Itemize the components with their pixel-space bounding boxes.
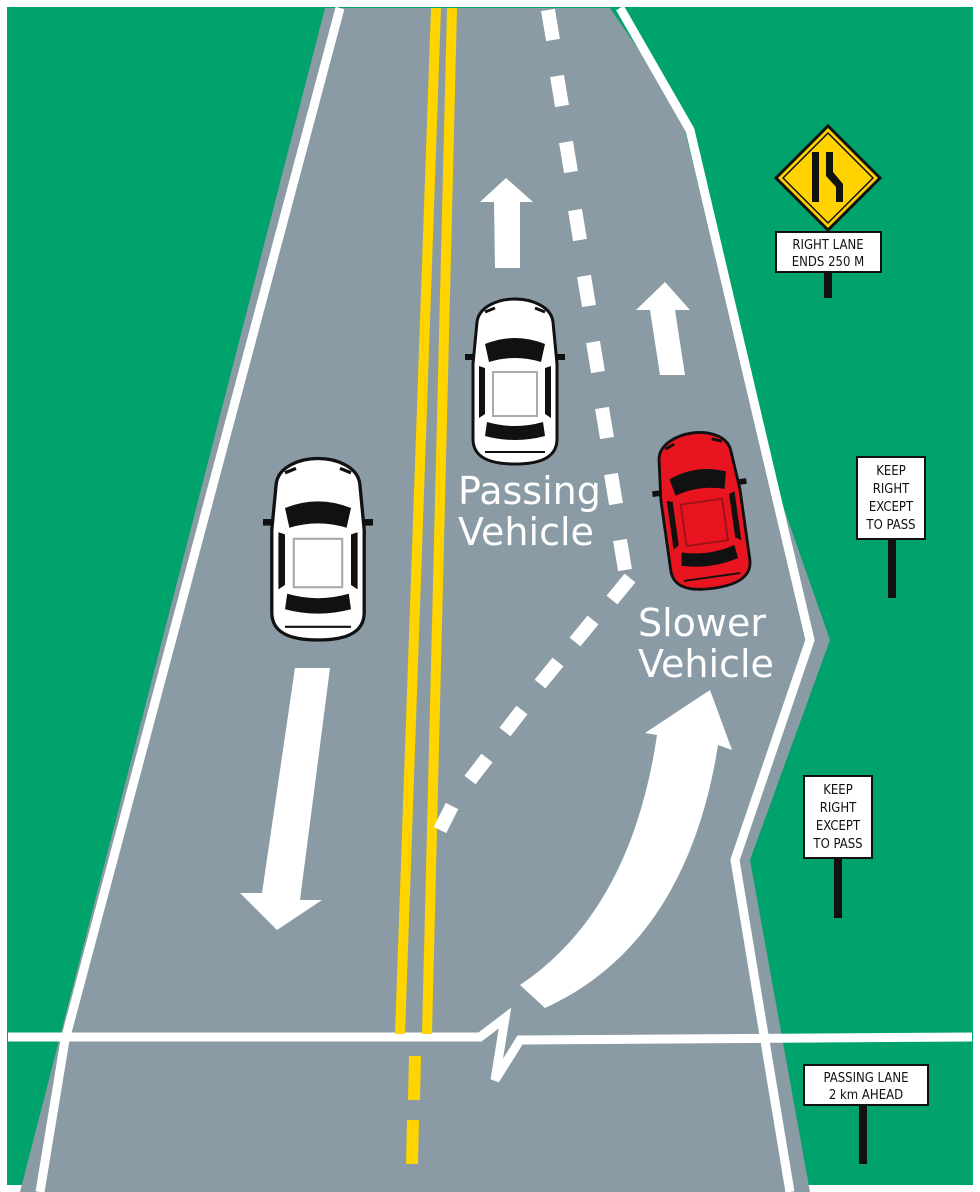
slower-vehicle-label-line2: Vehicle bbox=[638, 642, 774, 686]
right-lane-ends-line2: ENDS 250 M bbox=[792, 255, 864, 270]
lane-dash bbox=[595, 406, 614, 440]
keep-right-lower-line1: KEEP bbox=[823, 783, 853, 798]
lane-ends-symbol bbox=[812, 152, 819, 202]
keep-right-lower-line2: RIGHT bbox=[820, 801, 857, 816]
lane-dash bbox=[604, 472, 623, 506]
curved-merge-arrow bbox=[520, 690, 732, 1008]
right-lane-ends-line1: RIGHT LANE bbox=[792, 238, 863, 253]
lane-ends-warning-sign: RIGHT LANE ENDS 250 M bbox=[773, 123, 883, 298]
passing-car bbox=[463, 297, 567, 466]
section-break-line bbox=[8, 1007, 973, 1083]
keep-right-sign-lower: KEEP RIGHT EXCEPT TO PASS bbox=[803, 775, 873, 918]
keep-right-upper-line1: KEEP bbox=[876, 464, 906, 479]
lane-dash bbox=[569, 615, 599, 647]
lane-dash bbox=[433, 802, 459, 834]
lane-dash bbox=[606, 573, 636, 605]
lane-dash bbox=[613, 538, 632, 572]
lane-dash bbox=[499, 705, 528, 737]
lane-dash bbox=[541, 8, 560, 42]
centre-line-left bbox=[395, 7, 441, 1035]
passing-lane-ahead-sign: PASSING LANE 2 km AHEAD bbox=[803, 1064, 929, 1164]
centre-line-dashed bbox=[406, 1055, 421, 1165]
keep-right-upper-line2: RIGHT bbox=[873, 482, 910, 497]
down-arrow bbox=[240, 668, 330, 930]
passing-vehicle-label-line2: Vehicle bbox=[458, 510, 594, 554]
lane-dash bbox=[534, 657, 564, 689]
lane-dash bbox=[568, 208, 587, 242]
up-arrow-passing-lane bbox=[480, 178, 533, 268]
oncoming-car bbox=[261, 456, 375, 642]
centre-line-right bbox=[422, 7, 457, 1035]
lane-dash bbox=[559, 140, 578, 174]
lane-dash bbox=[577, 274, 596, 308]
lane-divider-dashes bbox=[433, 8, 636, 834]
keep-right-upper-line3: EXCEPT bbox=[869, 500, 914, 515]
passing-lane-ahead-line1: PASSING LANE bbox=[824, 1071, 909, 1086]
keep-right-lower-line3: EXCEPT bbox=[816, 819, 861, 834]
passing-vehicle-label-line1: Passing bbox=[458, 469, 601, 513]
keep-right-lower-line4: TO PASS bbox=[812, 837, 862, 852]
passing-lane-ahead-line2: 2 km AHEAD bbox=[829, 1088, 903, 1103]
keep-right-upper-line4: TO PASS bbox=[865, 518, 915, 533]
right-edge-line bbox=[616, 5, 815, 1192]
slower-vehicle-label-line1: Slower bbox=[638, 601, 766, 645]
lane-dash bbox=[464, 753, 493, 785]
keep-right-sign-upper: KEEP RIGHT EXCEPT TO PASS bbox=[856, 456, 926, 598]
lane-dash bbox=[586, 340, 605, 374]
lane-dash bbox=[550, 74, 569, 108]
up-arrow-right-lane bbox=[636, 282, 690, 375]
